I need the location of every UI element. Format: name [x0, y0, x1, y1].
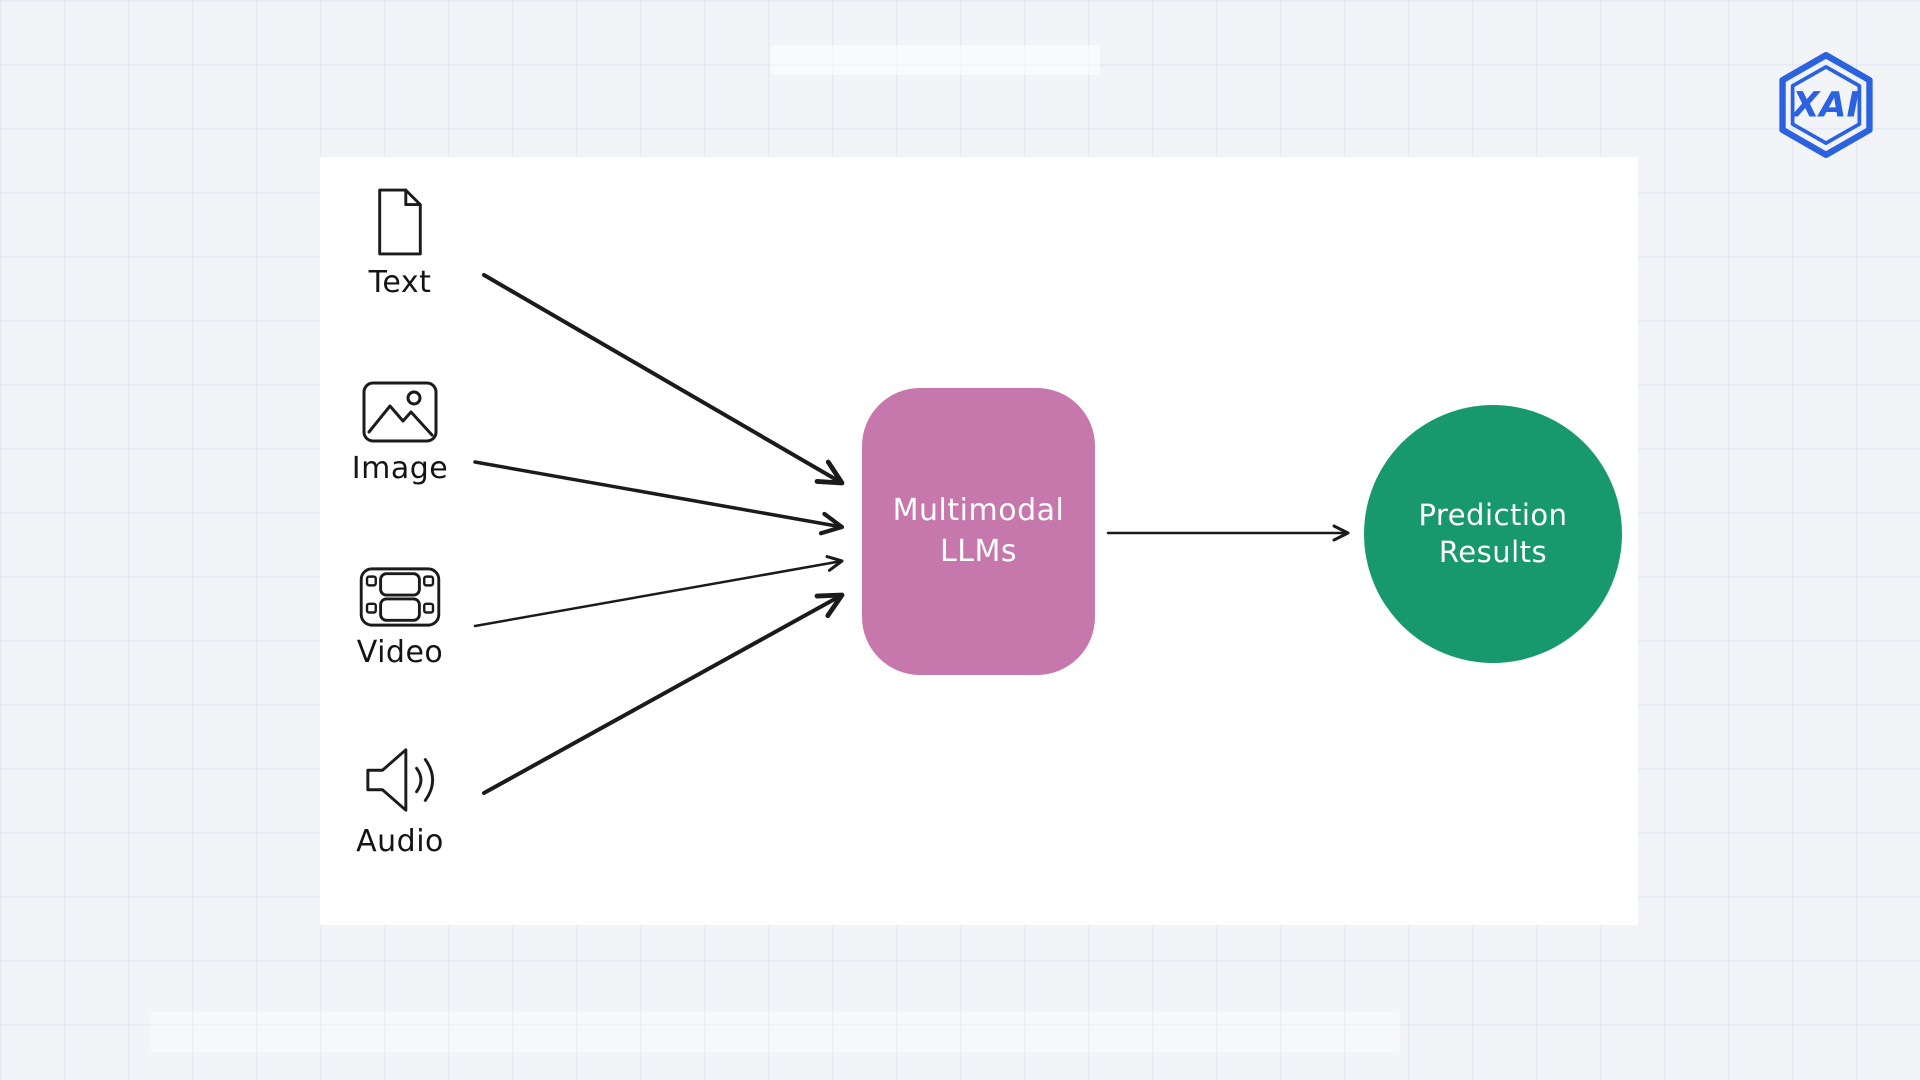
input-node-text: Text [330, 185, 470, 300]
prediction-results-node: Prediction Results [1364, 405, 1622, 663]
input-node-video: Video [330, 565, 470, 670]
diagram-arrows [473, 273, 1350, 795]
diagram-canvas: Text Image [320, 157, 1638, 925]
background-highlight [150, 1012, 1400, 1052]
edge-text-to-llm [482, 273, 845, 486]
video-icon [357, 565, 443, 629]
edge-image-to-llm [473, 460, 845, 536]
image-icon [360, 379, 440, 445]
process-node-label-line2: LLMs [940, 533, 1017, 569]
process-node-label-line1: Multimodal [892, 493, 1065, 528]
input-node-image: Image [330, 379, 470, 486]
input-label: Text [368, 265, 432, 300]
edge-audio-to-llm [482, 592, 845, 795]
input-label: Image [351, 451, 449, 486]
logo-text: XAI [1790, 86, 1859, 126]
output-node-label-line1: Prediction [1418, 497, 1568, 532]
hexagon-logo-icon: XAI [1779, 52, 1873, 158]
input-label: Video [356, 635, 444, 670]
multimodal-llms-node: Multimodal LLMs [862, 388, 1095, 675]
edge-video-to-llm [473, 555, 844, 628]
document-icon [371, 185, 429, 259]
input-node-audio: Audio [330, 742, 470, 859]
output-node-label-line2: Results [1438, 535, 1548, 569]
input-label: Audio [356, 824, 444, 859]
background-highlight [770, 45, 1100, 75]
audio-icon [356, 742, 444, 818]
xai-logo: XAI [1773, 52, 1879, 158]
